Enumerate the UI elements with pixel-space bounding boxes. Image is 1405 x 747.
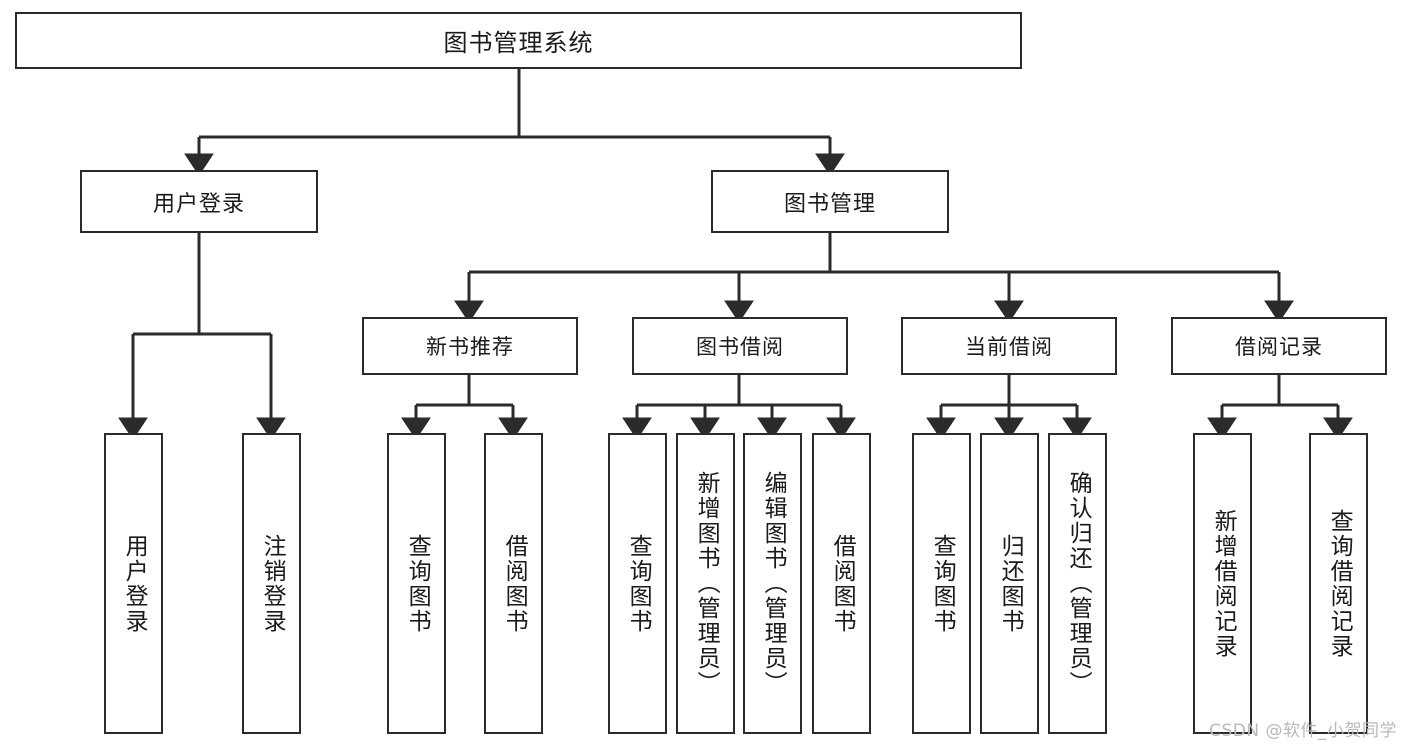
node-book-management-label: 图书管理 <box>783 191 876 217</box>
leaf-records-add[interactable]: 新增借阅记录 <box>1193 433 1252 734</box>
leaf-label: 用户登录 <box>121 533 148 634</box>
leaf-label: 注销登录 <box>259 533 286 634</box>
leaf-label: 新增图书（管理员） <box>693 471 720 696</box>
leaf-borrow-query-book[interactable]: 查询图书 <box>608 433 667 734</box>
leaf-records-query[interactable]: 查询借阅记录 <box>1309 433 1368 734</box>
leaf-user-login-signin[interactable]: 用户登录 <box>104 433 163 734</box>
leaf-label: 查询图书 <box>625 533 652 634</box>
leaf-borrow-borrow-book[interactable]: 借阅图书 <box>812 433 871 734</box>
leaf-label: 确认归还（管理员） <box>1065 471 1092 696</box>
node-user-login-label: 用户登录 <box>152 191 245 217</box>
node-root[interactable]: 图书管理系统 <box>15 12 1022 69</box>
leaf-label: 新增借阅记录 <box>1210 508 1237 659</box>
watermark: CSDN @软件_小贺同学 <box>1209 721 1397 741</box>
leaf-user-login-signout[interactable]: 注销登录 <box>242 433 301 734</box>
node-current-borrow-label: 当前借阅 <box>965 335 1053 359</box>
node-book-management[interactable]: 图书管理 <box>711 170 949 233</box>
node-book-borrow[interactable]: 图书借阅 <box>632 317 848 375</box>
node-borrow-records[interactable]: 借阅记录 <box>1171 317 1387 375</box>
leaf-label: 查询图书 <box>929 533 956 634</box>
leaf-new-book-query[interactable]: 查询图书 <box>387 433 446 734</box>
node-borrow-records-label: 借阅记录 <box>1235 335 1323 359</box>
leaf-current-return-book[interactable]: 归还图书 <box>980 433 1039 734</box>
leaf-label: 编辑图书（管理员） <box>760 471 787 696</box>
leaf-label: 归还图书 <box>997 533 1024 634</box>
leaf-label: 查询图书 <box>404 533 431 634</box>
node-book-borrow-label: 图书借阅 <box>696 335 784 359</box>
leaf-new-book-borrow[interactable]: 借阅图书 <box>484 433 543 734</box>
leaf-label: 查询借阅记录 <box>1326 508 1353 659</box>
node-root-label: 图书管理系统 <box>443 29 594 57</box>
leaf-label: 借阅图书 <box>829 533 856 634</box>
leaf-current-query-book[interactable]: 查询图书 <box>912 433 971 734</box>
leaf-current-confirm-return[interactable]: 确认归还（管理员） <box>1048 433 1107 734</box>
leaf-borrow-edit-book[interactable]: 编辑图书（管理员） <box>743 433 802 734</box>
node-new-book-recommend[interactable]: 新书推荐 <box>362 317 578 375</box>
leaf-borrow-add-book[interactable]: 新增图书（管理员） <box>676 433 735 734</box>
node-new-book-recommend-label: 新书推荐 <box>426 335 514 359</box>
node-current-borrow[interactable]: 当前借阅 <box>901 317 1117 375</box>
node-user-login[interactable]: 用户登录 <box>80 170 318 233</box>
leaf-label: 借阅图书 <box>501 533 528 634</box>
